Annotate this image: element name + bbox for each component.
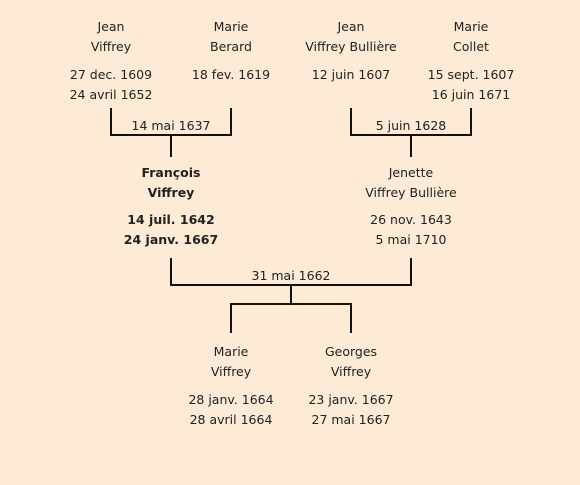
person-jenette-viffrey-bulliere: Jenette Viffrey Bullière <box>351 163 471 203</box>
first-name: Georges <box>324 344 378 359</box>
birth-date: 28 janv. 1664 <box>188 392 274 407</box>
birth-date: 23 janv. 1667 <box>308 392 394 407</box>
birth-date: 14 juil. 1642 <box>127 212 215 227</box>
first-name: François <box>141 165 201 180</box>
death-date: 16 juin 1671 <box>431 87 511 102</box>
person-marie-berard: Marie Berard <box>171 17 291 57</box>
first-name: Marie <box>213 19 249 34</box>
last-name: Viffrey <box>330 364 372 379</box>
birth-date: 26 nov. 1643 <box>370 212 452 227</box>
first-name: Marie <box>213 344 249 359</box>
dates-jean-viffrey-bulliere: 12 juin 1607 <box>291 65 411 85</box>
dates-jenette-viffrey-bulliere: 26 nov. 1643 5 mai 1710 <box>351 210 471 250</box>
last-name: Viffrey Bullière <box>305 39 397 54</box>
death-date: 24 avril 1652 <box>69 87 153 102</box>
birth-date: 18 fev. 1619 <box>191 67 271 82</box>
marriage-date: 14 mai 1637 <box>131 118 211 133</box>
dates-jean-viffrey: 27 dec. 1609 24 avril 1652 <box>51 65 171 105</box>
last-name: Viffrey <box>147 185 195 200</box>
birth-date: 12 juin 1607 <box>311 67 391 82</box>
first-name: Marie <box>453 19 489 34</box>
person-marie-viffrey: Marie Viffrey <box>171 342 291 382</box>
last-name: Viffrey Bullière <box>365 185 457 200</box>
last-name: Collet <box>453 39 489 54</box>
dates-francois-viffrey: 14 juil. 1642 24 janv. 1667 <box>111 210 231 250</box>
birth-date: 15 sept. 1607 <box>427 67 515 82</box>
death-date: 24 janv. 1667 <box>123 232 219 247</box>
person-jean-viffrey-bulliere: Jean Viffrey Bullière <box>291 17 411 57</box>
last-name: Viffrey <box>210 364 252 379</box>
person-georges-viffrey: Georges Viffrey <box>291 342 411 382</box>
death-date: 28 avril 1664 <box>189 412 273 427</box>
death-date: 27 mai 1667 <box>311 412 391 427</box>
death-date: 5 mai 1710 <box>375 232 447 247</box>
last-name: Berard <box>210 39 252 54</box>
person-francois-viffrey: François Viffrey <box>111 163 231 203</box>
dates-marie-viffrey: 28 janv. 1664 28 avril 1664 <box>171 390 291 430</box>
first-name: Jean <box>97 19 125 34</box>
dates-marie-collet: 15 sept. 1607 16 juin 1671 <box>411 65 531 105</box>
birth-date: 27 dec. 1609 <box>69 67 153 82</box>
first-name: Jean <box>337 19 365 34</box>
last-name: Viffrey <box>90 39 132 54</box>
person-jean-viffrey: Jean Viffrey <box>51 17 171 57</box>
first-name: Jenette <box>388 165 434 180</box>
marriage-date: 31 mai 1662 <box>251 268 331 283</box>
dates-georges-viffrey: 23 janv. 1667 27 mai 1667 <box>291 390 411 430</box>
person-marie-collet: Marie Collet <box>411 17 531 57</box>
marriage-date: 5 juin 1628 <box>375 118 447 133</box>
dates-marie-berard: 18 fev. 1619 <box>171 65 291 85</box>
